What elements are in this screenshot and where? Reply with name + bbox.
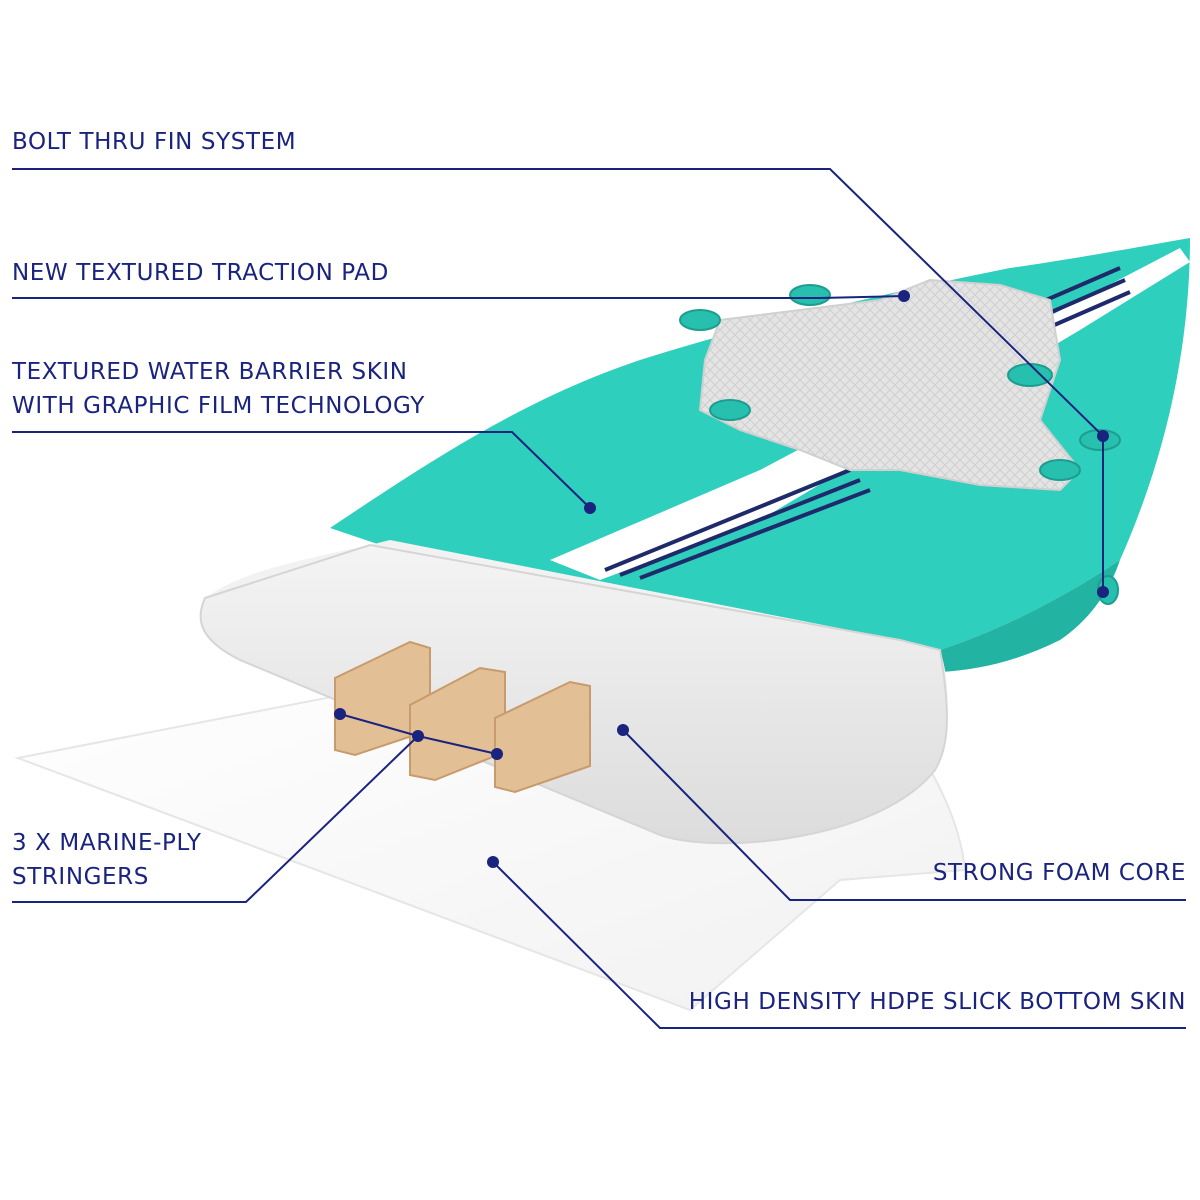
label-fin-system: BOLT THRU FIN SYSTEM [12, 129, 297, 155]
label-traction-pad: NEW TEXTURED TRACTION PAD [12, 260, 389, 286]
leader-fin-system [12, 168, 1104, 592]
leader-skin [12, 431, 591, 509]
label-water-barrier-skin: TEXTURED WATER BARRIER SKIN WITH GRAPHIC… [12, 359, 425, 419]
stringers [334, 640, 591, 794]
leader-dots [334, 290, 1109, 868]
leader-stringers [12, 735, 419, 903]
leader-foam-core [622, 729, 1186, 901]
label-bottom-skin: HIGH DENSITY HDPE SLICK BOTTOM SKIN [688, 989, 1186, 1015]
leader-bottom-skin [492, 861, 1186, 1029]
label-foam-core: STRONG FOAM CORE [932, 860, 1186, 886]
deck-rail-shade [940, 560, 1120, 672]
leader-lines [12, 168, 1186, 1029]
traction-pad [698, 278, 1082, 492]
label-stringers: 3 X MARINE-PLY STRINGERS [12, 830, 202, 890]
leader-traction-pad [12, 295, 905, 299]
